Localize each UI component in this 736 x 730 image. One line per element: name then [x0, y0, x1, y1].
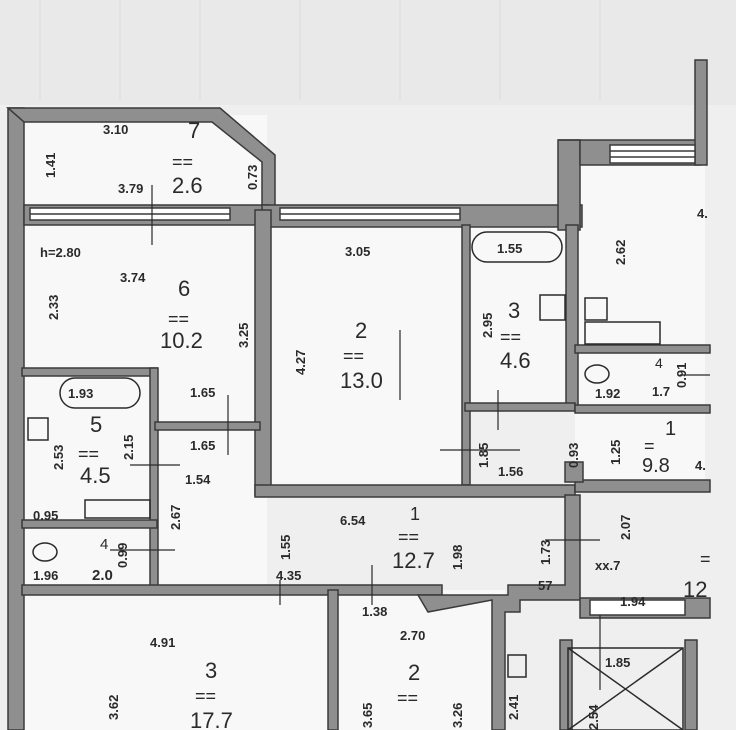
- room-height: h=2.80: [40, 245, 81, 260]
- equals-mark: ==: [172, 152, 193, 172]
- windows: [29, 144, 696, 616]
- dim-label: 1.54: [185, 472, 211, 487]
- floor-areas: [22, 115, 705, 730]
- dim-label: 3.05: [345, 244, 370, 259]
- dim-label: 2.95: [480, 313, 495, 338]
- dim-label: 4.35: [276, 568, 301, 583]
- equals-mark: ==: [343, 346, 364, 366]
- elevator-shaft: [567, 647, 684, 730]
- room-number: 2: [355, 318, 367, 343]
- dim-label: 0.93: [566, 443, 581, 468]
- sink-icon: [539, 294, 566, 321]
- dim-label: 1.73: [538, 540, 553, 565]
- equals-mark: =: [644, 436, 655, 456]
- sink-icon: [584, 297, 608, 321]
- dim-label: 1.65: [190, 438, 215, 453]
- dim-label: 1.55: [497, 241, 522, 256]
- room-area: 9.8: [642, 455, 670, 477]
- dim-label: 1.98: [450, 545, 465, 570]
- dim-label: 1.65: [190, 385, 215, 400]
- room-area: 4.5: [80, 463, 111, 488]
- dim-label: 3.74: [120, 270, 146, 285]
- bathtub-icon: [59, 377, 141, 409]
- room-number: 4: [655, 355, 663, 371]
- dim-label: 1.56: [498, 464, 523, 479]
- dim-label: 0.95: [33, 508, 58, 523]
- bathtub-icon: [471, 231, 563, 263]
- dim-label: 0.91: [674, 363, 689, 388]
- dim-label: 57: [538, 578, 552, 593]
- dim-label: 2.62: [613, 240, 628, 265]
- dim-label: 3.10: [103, 122, 128, 137]
- equals-mark: ==: [168, 309, 189, 329]
- dim-label: 3.62: [106, 695, 121, 720]
- dim-label: 2.53: [51, 445, 66, 470]
- room-area: 12.7: [392, 548, 435, 573]
- dim-label: 4.91: [150, 635, 175, 650]
- room-number: 3: [205, 658, 217, 683]
- dim-label: 1.85: [605, 655, 630, 670]
- room-area: 13.0: [340, 368, 383, 393]
- room-number: 3: [508, 298, 520, 323]
- dim-label: 2.15: [121, 435, 136, 460]
- edge-mark: 4.: [695, 458, 706, 473]
- room-number: 2: [408, 660, 420, 685]
- fixtures: [27, 231, 684, 730]
- toilet-icon: [32, 542, 58, 562]
- dim-label: 1.38: [362, 604, 387, 619]
- sink-icon: [507, 654, 527, 678]
- edge-mark: 4.: [697, 206, 708, 221]
- equals-mark: ==: [397, 688, 418, 708]
- dim-label: 2.07: [618, 515, 633, 540]
- sink-icon: [27, 417, 49, 441]
- dim-label: 0.73: [245, 165, 260, 190]
- dim-label: 2.41: [506, 695, 521, 720]
- dimension-lines: [110, 185, 710, 690]
- dim-label: 0.99: [115, 543, 130, 568]
- dim-label: 6.54: [340, 513, 366, 528]
- dim-label: 1.55: [278, 535, 293, 560]
- paper-texture: [39, 0, 601, 100]
- room-area: 2.0: [92, 567, 113, 584]
- room-labels: 3.10 1.41 7 == 2.6 0.73 3.79 h=2.80 3.74…: [33, 118, 711, 730]
- equals-mark: ==: [195, 686, 216, 706]
- room-area: 1.7: [652, 384, 670, 399]
- equals-mark: ==: [500, 327, 521, 347]
- room-area: 4.6: [500, 348, 531, 373]
- dim-label: 3.26: [450, 703, 465, 728]
- dim-label: 2.33: [46, 295, 61, 320]
- dim-label: 3.25: [236, 323, 251, 348]
- room-area: 2.6: [172, 173, 203, 198]
- room-area: 17.7: [190, 708, 233, 730]
- dim-label: 2.67: [168, 505, 183, 530]
- room-number: 1: [665, 418, 676, 440]
- toilet-icon: [584, 364, 610, 384]
- dim-label: 1.93: [68, 386, 93, 401]
- dim-label: 1.41: [43, 153, 58, 178]
- dim-label: 1.92: [595, 386, 620, 401]
- dim-label: 2.54: [586, 704, 601, 730]
- dim-label: 1.85: [476, 443, 491, 468]
- top-margin: [0, 0, 736, 105]
- dim-label: xx.7: [595, 558, 620, 573]
- edge-mark: 12: [683, 577, 707, 602]
- dim-label: 1.94: [620, 594, 646, 609]
- dim-label: 4.27: [293, 350, 308, 375]
- room-number: 7: [188, 118, 200, 143]
- dim-label: 3.65: [360, 703, 375, 728]
- dim-label: 3.79: [118, 181, 143, 196]
- dim-label: 2.70: [400, 628, 425, 643]
- edge-mark: =: [700, 549, 711, 569]
- equals-mark: ==: [78, 444, 99, 464]
- room-area: 10.2: [160, 328, 203, 353]
- dim-label: 1.96: [33, 568, 58, 583]
- room-number: 5: [90, 412, 102, 437]
- room-number: 1: [410, 504, 420, 524]
- room-number: 6: [178, 276, 190, 301]
- room-number: 4: [100, 536, 108, 553]
- equals-mark: ==: [398, 527, 419, 547]
- dim-label: 1.25: [608, 440, 623, 465]
